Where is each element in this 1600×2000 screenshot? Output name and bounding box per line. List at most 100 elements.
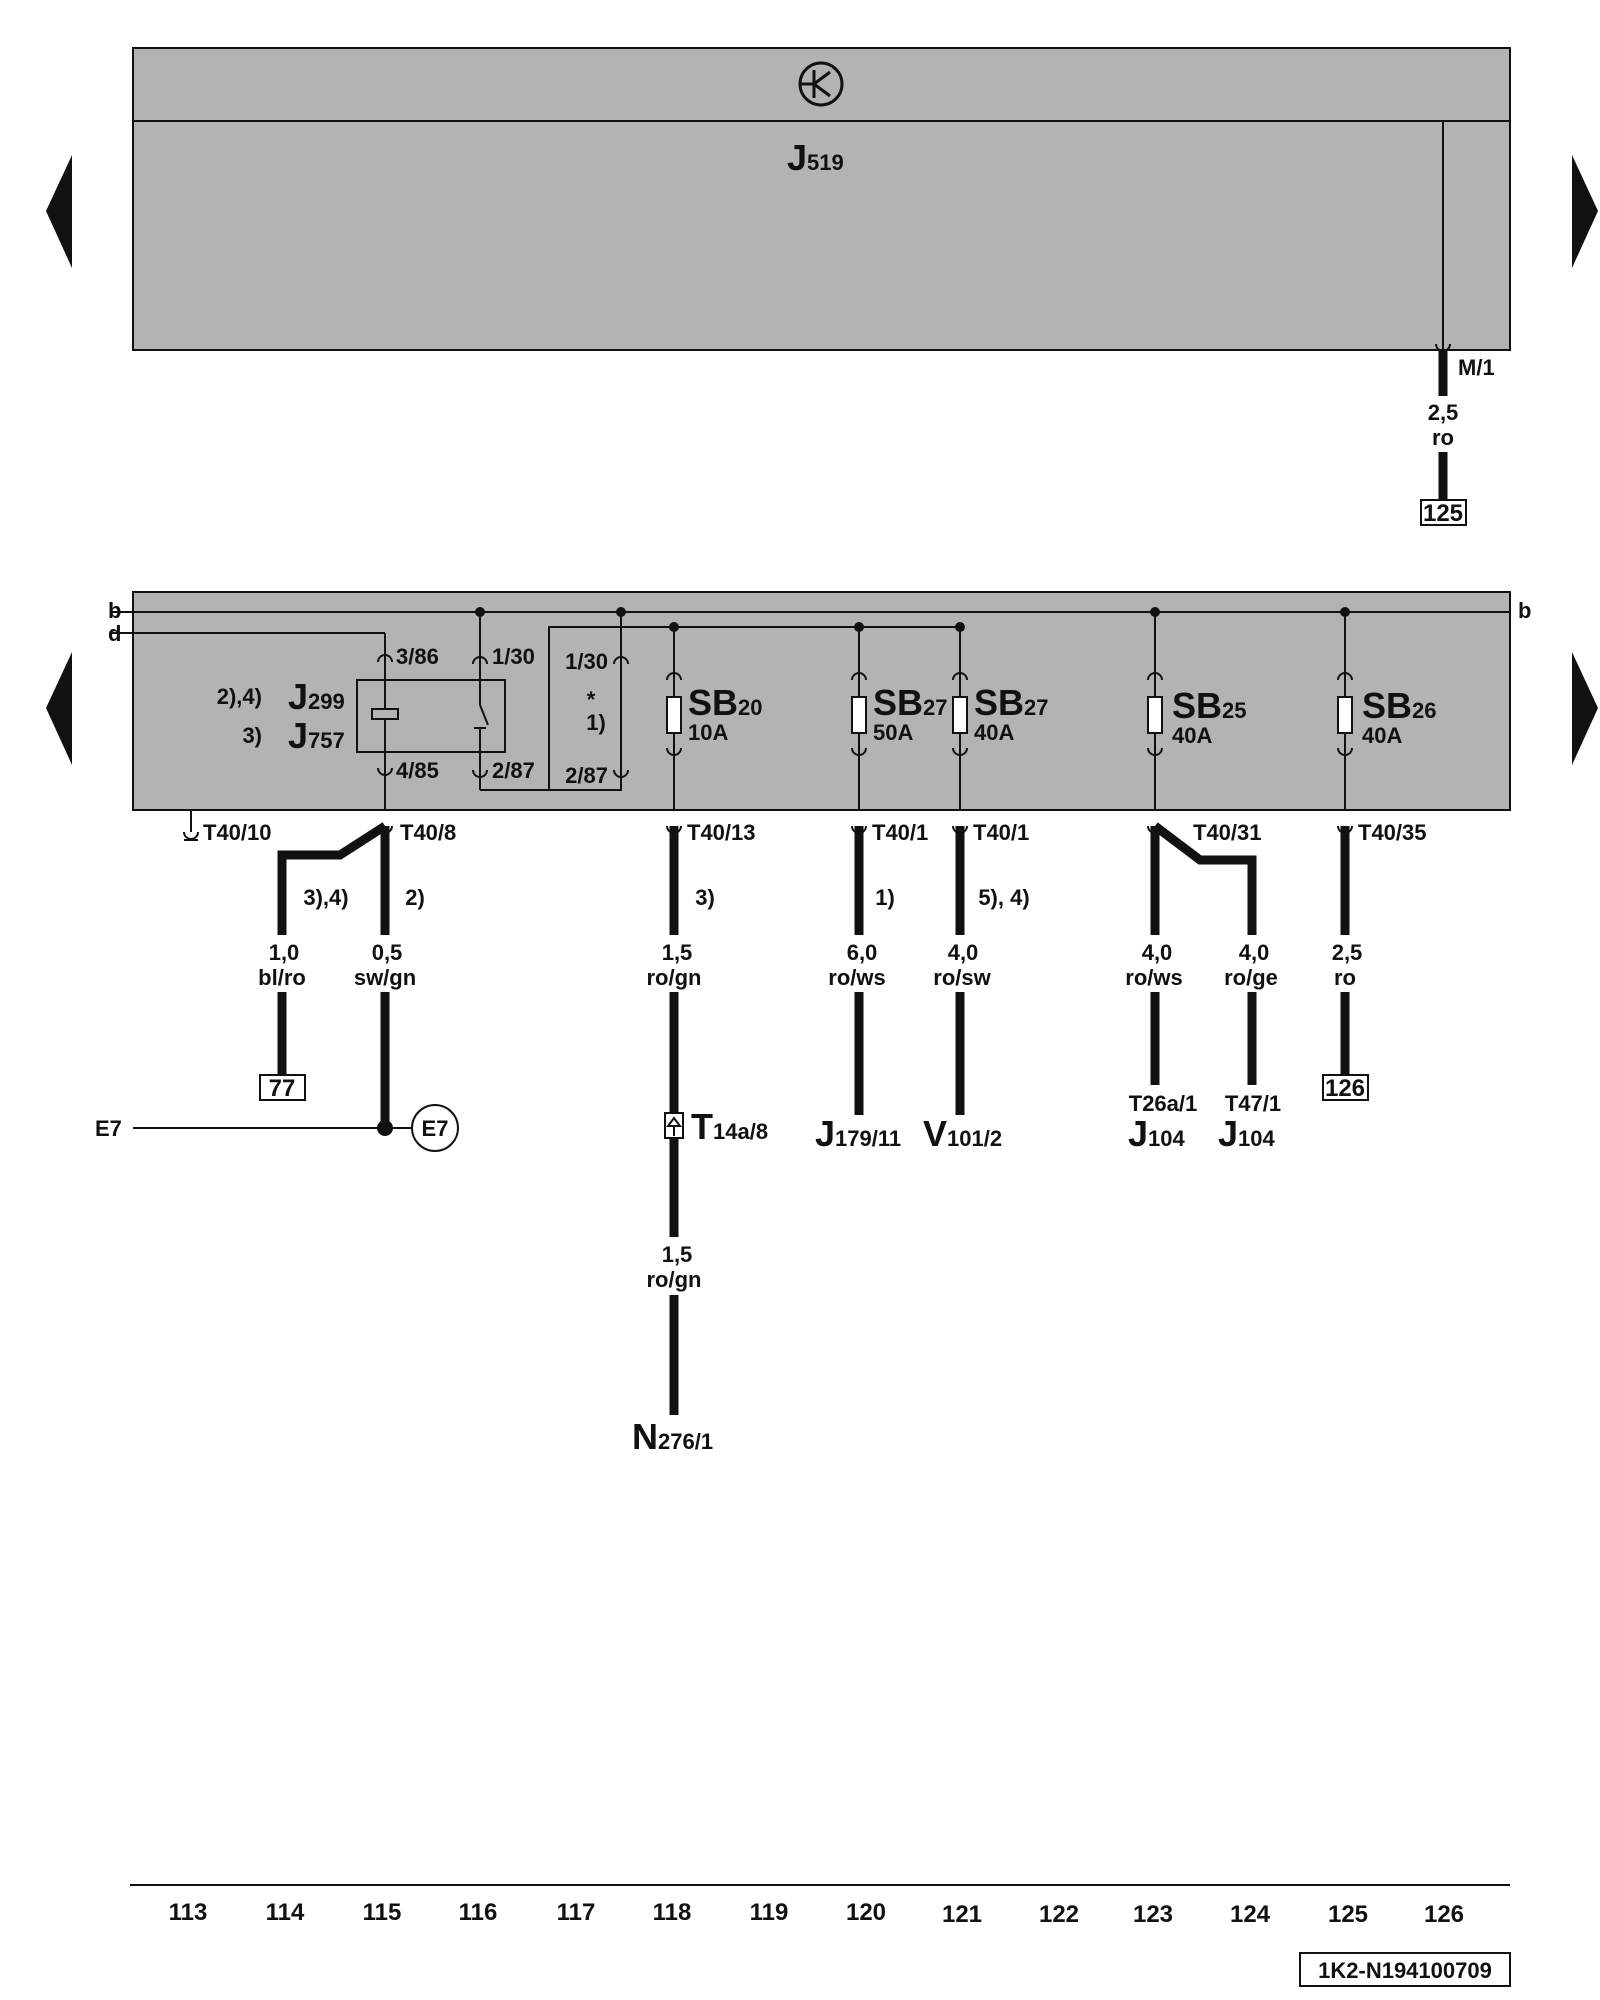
fuse-sb25: SB25 40A	[1147, 607, 1247, 810]
column-number: 116	[459, 1899, 498, 1926]
nav-left-bottom[interactable]	[46, 652, 72, 765]
wire-120: 1) 6,0 ro/ws J179/11	[815, 826, 901, 1154]
conn-t40-1a: T40/1	[872, 820, 928, 845]
ecu-pin-label: M/1	[1458, 355, 1495, 380]
ecu-panel: J519	[132, 47, 1511, 351]
conn-t40-1b: T40/1	[973, 820, 1029, 845]
column-number: 120	[846, 1899, 886, 1926]
ecu-symbol-icon	[798, 61, 844, 107]
nav-left-top[interactable]	[46, 155, 72, 268]
relay: 3/86 4/85 1/30 2/87 2),4) 3) J299 J757	[217, 607, 550, 810]
alt-bridge: 1/30 2/87 * 1)	[548, 607, 629, 791]
column-numbers: 113 114 115 116 117 118 119 120 121 122 …	[169, 1899, 1464, 1928]
fuse-sb27b-label: SB27	[974, 682, 1049, 723]
relay-note-1: 2),4)	[217, 684, 262, 709]
nav-right-bottom[interactable]	[1572, 652, 1598, 765]
terminal-j179: J179/11	[815, 1113, 901, 1154]
wire-114-color: bl/ro	[258, 965, 306, 990]
wire-115-size: 0,5	[372, 940, 403, 965]
ecu-wire-color: ro	[1432, 425, 1454, 450]
wire-125-size: 2,5	[1332, 940, 1363, 965]
column-number: 124	[1230, 1901, 1271, 1928]
conn-t40-35: T40/35	[1358, 820, 1427, 845]
column-number: 126	[1424, 1901, 1464, 1928]
wire-123-color: ro/ws	[1125, 965, 1182, 990]
terminal-j104a: J104	[1128, 1113, 1186, 1154]
ecu-wire-size: 2,5	[1428, 400, 1459, 425]
fuse-sb20-rating: 10A	[688, 720, 728, 745]
wire-118b-color: ro/gn	[647, 1267, 702, 1292]
conn-t40-8: T40/8	[400, 820, 456, 845]
relay-label-j299: J299	[288, 676, 345, 717]
wire-118-color: ro/gn	[647, 965, 702, 990]
column-number: 122	[1039, 1901, 1079, 1928]
fuse-sb20: SB20 10A	[666, 622, 763, 810]
wire-114-115: 3),4) 2) 1,0 bl/ro 0,5 sw/gn 77 E7 E7	[95, 822, 459, 1152]
fuse-sb25-rating: 40A	[1172, 723, 1212, 748]
terminal-v101: V101/2	[923, 1113, 1002, 1154]
wire-123-size: 4,0	[1142, 940, 1173, 965]
relay-label-j757: J757	[288, 715, 345, 756]
alt-star: *	[587, 687, 596, 712]
terminal-j104b: J104	[1218, 1113, 1276, 1154]
connector-pins: T40/10 T40/8 T40/13 T40/1 T40/1 T40/31 T…	[183, 810, 1427, 845]
fuse-sb26-label: SB26	[1362, 685, 1437, 726]
fuse-sb25-label: SB25	[1172, 685, 1247, 726]
fuse-sb26-rating: 40A	[1362, 723, 1402, 748]
fuse-sb27a-label: SB27	[873, 682, 948, 723]
conn-t40-10: T40/10	[203, 820, 272, 845]
column-number: 118	[653, 1899, 692, 1926]
alt-pin-30: 1/30	[565, 649, 608, 674]
ecu-label: J519	[787, 137, 844, 178]
relay-note-2: 3)	[242, 723, 262, 748]
column-number: 113	[169, 1899, 208, 1926]
wire-120-color: ro/ws	[828, 965, 885, 990]
fuse-sb27-40a: SB27 40A	[952, 622, 1049, 810]
nav-right-top[interactable]	[1572, 155, 1598, 268]
ecu-output-wire: M/1 2,5 ro 125	[1420, 343, 1495, 527]
rail-d-left: d	[108, 621, 121, 646]
wire-114-note: 3),4)	[303, 885, 348, 910]
relay-pin-87: 2/87	[492, 758, 535, 783]
column-number: 125	[1328, 1901, 1368, 1928]
wire-120-size: 6,0	[847, 940, 878, 965]
rail-b-left: b	[108, 598, 121, 623]
wire-125: 2,5 ro 126	[1322, 826, 1369, 1102]
wire-124-color: ro/ge	[1224, 965, 1278, 990]
wire-118: 3) 1,5 ro/gn T14a/8 1,5 ro/gn N276/1	[632, 826, 768, 1457]
column-number: 119	[750, 1899, 789, 1926]
terminal-j104a-pin: T26a/1	[1129, 1091, 1198, 1116]
ground-e7-circle[interactable]: E7	[422, 1116, 449, 1141]
rail-b-right: b	[1518, 598, 1531, 623]
relay-pin-86: 3/86	[396, 644, 439, 669]
wire-121-size: 4,0	[948, 940, 979, 965]
conn-t40-13: T40/13	[687, 820, 756, 845]
wire-121-color: ro/sw	[933, 965, 991, 990]
ground-e7-left: E7	[95, 1116, 122, 1141]
wire-115-note: 2)	[405, 885, 425, 910]
relay-pin-30: 1/30	[492, 644, 535, 669]
relay-pin-85: 4/85	[396, 758, 439, 783]
column-number: 115	[363, 1899, 402, 1926]
wire-123-124: 4,0 ro/ws 4,0 ro/ge T26a/1 J104 T47/1 J1…	[1125, 822, 1281, 1154]
wire-118b-size: 1,5	[662, 1242, 693, 1267]
terminal-n276: N276/1	[632, 1416, 713, 1457]
document-id: 1K2-N194100709	[1299, 1952, 1511, 1987]
terminal-t14: T14a/8	[691, 1106, 768, 1147]
wire-118-size: 1,5	[662, 940, 693, 965]
alt-note: 1)	[586, 710, 606, 735]
ref-126[interactable]: 126	[1325, 1075, 1365, 1102]
conn-t40-31: T40/31	[1193, 820, 1262, 845]
wire-115-color: sw/gn	[354, 965, 416, 990]
terminal-j104b-pin: T47/1	[1225, 1091, 1281, 1116]
wire-120-note: 1)	[875, 885, 895, 910]
wire-125-color: ro	[1334, 965, 1356, 990]
wire-124-size: 4,0	[1239, 940, 1270, 965]
wire-114-size: 1,0	[269, 940, 300, 965]
ecu-ref-125[interactable]: 125	[1423, 500, 1463, 527]
ref-77[interactable]: 77	[269, 1075, 296, 1102]
wire-121: 5), 4) 4,0 ro/sw V101/2	[923, 826, 1030, 1154]
fuse-sb27-50a: SB27 50A	[851, 622, 948, 810]
column-number: 114	[266, 1899, 305, 1926]
